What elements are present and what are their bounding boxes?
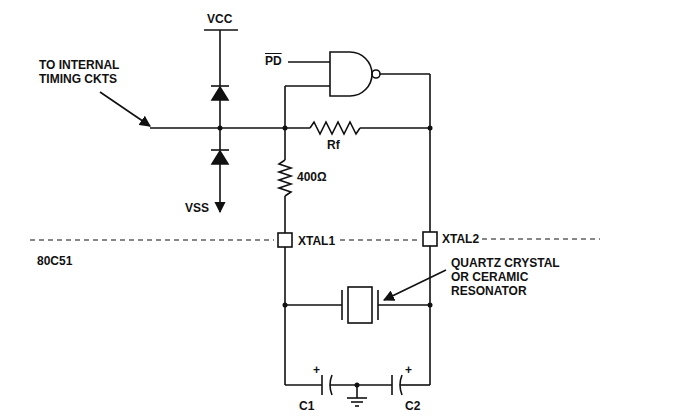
pin-name: XTAL1 xyxy=(297,234,336,248)
wire xyxy=(285,304,342,306)
nand-gate xyxy=(330,52,372,96)
capacitor-symbol xyxy=(321,375,323,395)
wire xyxy=(360,127,430,129)
polarity-mark: + xyxy=(404,363,413,377)
signal-name: PD xyxy=(264,54,283,68)
diode-bar xyxy=(211,149,229,151)
wire xyxy=(429,246,431,385)
pin-name: XTAL2 xyxy=(441,232,480,246)
vss-arrow xyxy=(219,164,221,212)
wire xyxy=(429,74,431,232)
supply-name: VSS xyxy=(184,201,210,215)
callout-note: QUARTZ CRYSTAL OR CERAMIC RESONATOR xyxy=(450,256,568,298)
junction-dot xyxy=(428,126,433,131)
junction-dot xyxy=(283,126,288,131)
wire xyxy=(284,196,286,233)
wire xyxy=(378,304,430,306)
wire xyxy=(400,384,430,386)
wire xyxy=(219,30,221,86)
wire xyxy=(288,61,330,63)
diode-symbol xyxy=(212,87,228,100)
ground-symbol xyxy=(351,401,363,403)
capacitor-symbol xyxy=(391,375,393,395)
component-value: 400Ω xyxy=(296,170,328,184)
resistor-symbol xyxy=(310,122,360,134)
leader-arrow xyxy=(100,92,150,126)
chip-boundary xyxy=(482,238,600,239)
wire xyxy=(285,85,330,87)
polarity-mark: + xyxy=(312,363,321,377)
wire xyxy=(284,247,286,385)
chip-boundary xyxy=(30,239,274,240)
crystal-symbol xyxy=(348,287,372,323)
diode-bar xyxy=(211,85,229,87)
signal-note: TO INTERNAL TIMING CKTS xyxy=(38,58,132,86)
resistor-symbol xyxy=(279,160,291,196)
leader-arrow xyxy=(384,270,446,300)
supply-name: VCC xyxy=(206,12,233,26)
wire xyxy=(285,384,322,386)
pin-square xyxy=(423,232,437,246)
wire xyxy=(284,86,286,160)
junction-dot xyxy=(283,303,288,308)
wire xyxy=(219,100,221,150)
component-name: C1 xyxy=(298,399,315,413)
crystal-plate xyxy=(341,290,343,320)
chip-name: 80C51 xyxy=(36,254,73,268)
junction-dot xyxy=(218,126,223,131)
ground-symbol xyxy=(347,397,367,399)
inverter-bubble xyxy=(372,70,380,78)
vcc-bar xyxy=(204,29,238,31)
wire xyxy=(330,384,392,386)
junction-dot xyxy=(355,383,360,388)
component-name: C2 xyxy=(404,399,421,413)
ground-symbol xyxy=(355,405,359,407)
pin-square xyxy=(278,233,292,247)
wire xyxy=(380,73,430,75)
component-name: Rf xyxy=(326,138,341,152)
chip-boundary xyxy=(340,239,420,240)
diode-symbol xyxy=(212,151,228,164)
junction-dot xyxy=(428,303,433,308)
